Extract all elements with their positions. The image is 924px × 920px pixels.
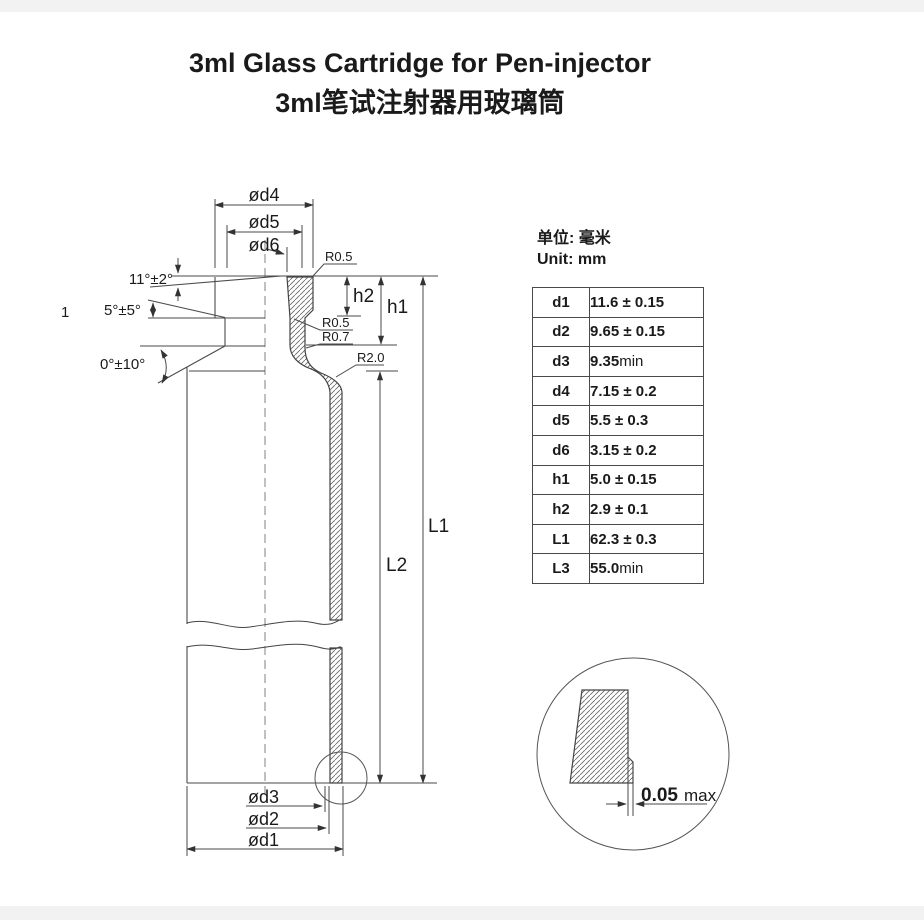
angle-mid-prefix: 1 bbox=[61, 304, 69, 321]
dim-od2-label: ød2 bbox=[248, 809, 279, 829]
dim-h1-label: h1 bbox=[387, 297, 408, 318]
units-line-cn: 单位: 毫米 bbox=[537, 230, 611, 247]
angle-mid-label: 5°±5° bbox=[104, 302, 141, 319]
break-line-upper bbox=[186, 619, 343, 628]
vertical-dimension-lines bbox=[306, 276, 427, 784]
units-line-en: Unit: mm bbox=[537, 251, 607, 268]
cartridge-section bbox=[186, 276, 368, 805]
dim-od1-label: ød1 bbox=[248, 830, 279, 850]
angle-callouts: 11°±2° 1 5°±5° 0°±10° bbox=[61, 258, 182, 384]
top-border-strip bbox=[0, 0, 924, 12]
detail-wall-section bbox=[569, 689, 634, 784]
cartridge-outline bbox=[140, 275, 438, 784]
r05-mid-label: R0.5 bbox=[322, 315, 349, 330]
units-note: 单位: 毫米 Unit: mm bbox=[537, 228, 611, 270]
top-dimension-lines bbox=[214, 199, 314, 272]
detail-value-label: 0.05 bbox=[641, 785, 678, 806]
dim-h2-label: h2 bbox=[353, 286, 374, 307]
r20-label: R2.0 bbox=[357, 350, 384, 365]
dim-od4-label: ød4 bbox=[248, 185, 279, 205]
dim-od3-label: ød3 bbox=[248, 787, 279, 807]
dim-l2-label: L2 bbox=[386, 555, 407, 576]
dim-l1-label: L1 bbox=[428, 516, 449, 537]
r05-top-label: R0.5 bbox=[325, 249, 352, 264]
bottom-border-strip bbox=[0, 906, 924, 920]
page-title: 3ml Glass Cartridge for Pen-injector bbox=[188, 48, 652, 78]
dim-od6-label: ød6 bbox=[248, 235, 279, 255]
dim-od5-label: ød5 bbox=[248, 212, 279, 232]
break-line-lower bbox=[186, 643, 343, 651]
page-subtitle: 3ml笔试注射器用玻璃筒 bbox=[275, 88, 565, 118]
detail-circle bbox=[536, 657, 730, 851]
section-wall-lower bbox=[329, 647, 343, 784]
detail-callout-circle bbox=[314, 751, 368, 805]
detail-unit-label: max bbox=[684, 786, 717, 805]
title-block: 3ml Glass Cartridge for Pen-injector 3ml… bbox=[0, 48, 840, 120]
angle-bottom-label: 0°±10° bbox=[100, 356, 145, 373]
bottom-dimension-lines bbox=[186, 786, 344, 856]
r07-label: R0.7 bbox=[322, 329, 349, 344]
section-wall-upper bbox=[286, 276, 343, 621]
radius-callouts: R0.5 R0.5 R0.7 R2.0 bbox=[293, 249, 384, 378]
angle-top-label: 11°±2° bbox=[129, 271, 173, 288]
detail-view: 0.05 max bbox=[536, 657, 730, 851]
